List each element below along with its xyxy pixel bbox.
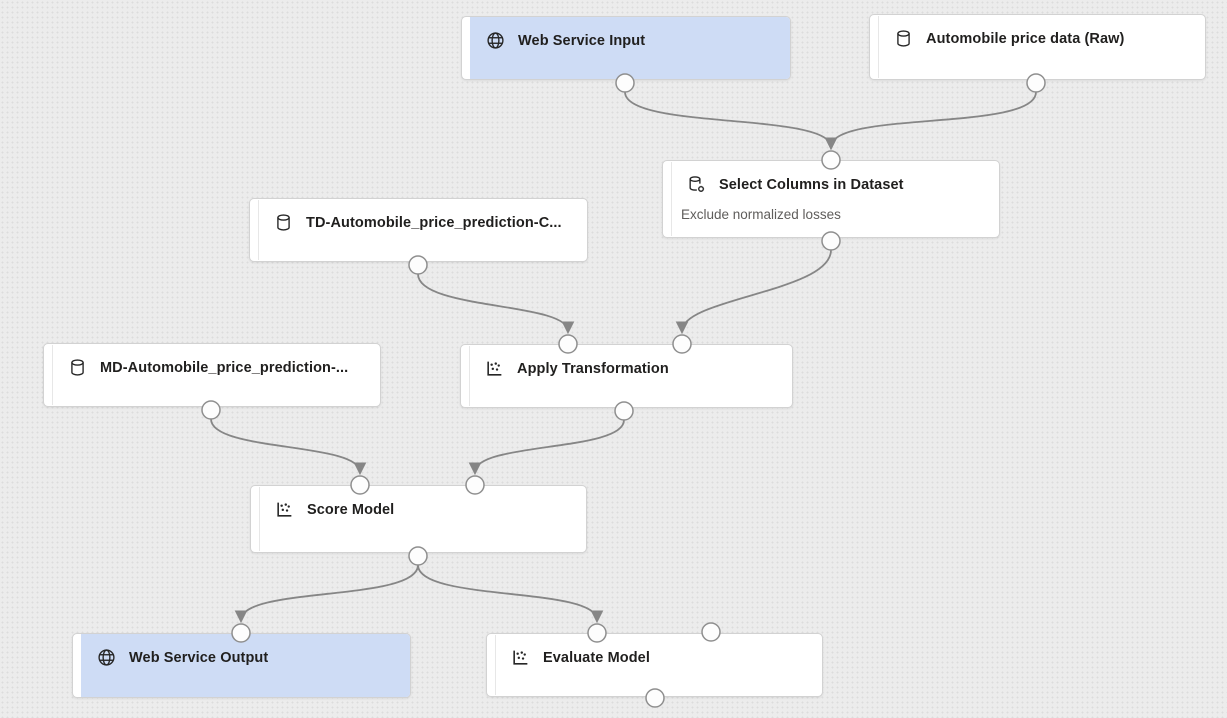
node-title: Web Service Output: [129, 649, 269, 666]
edge-webserviceinput-selectcolumns[interactable]: [624, 91, 838, 151]
edge-applytransformation-scoremodel[interactable]: [468, 419, 625, 476]
edge-tddataset-applytransformation[interactable]: [417, 273, 575, 335]
node-automobile-price-data[interactable]: Automobile price data (Raw): [869, 14, 1206, 80]
globe-icon: [97, 648, 116, 667]
node-title: MD-Automobile_price_prediction-...: [100, 359, 349, 376]
node-title: TD-Automobile_price_prediction-C...: [306, 214, 562, 231]
edge-automobiledata-selectcolumns[interactable]: [824, 91, 1037, 151]
node-web-service-output[interactable]: Web Service Output: [72, 633, 411, 698]
node-accent-fill: [81, 634, 410, 697]
node-select-columns-in-dataset[interactable]: Select Columns in Dataset Exclude normal…: [662, 160, 1000, 238]
node-evaluate-model[interactable]: Evaluate Model: [486, 633, 823, 697]
edge-scoremodel-evaluatemodel[interactable]: [417, 564, 604, 624]
edge-mddataset-scoremodel[interactable]: [210, 418, 367, 476]
node-title: Apply Transformation: [517, 360, 669, 377]
module-icon: [275, 500, 294, 519]
module-icon: [511, 648, 530, 667]
node-score-model[interactable]: Score Model: [250, 485, 587, 553]
dataset-icon: [274, 213, 293, 232]
globe-icon: [486, 31, 505, 50]
node-md-dataset[interactable]: MD-Automobile_price_prediction-...: [43, 343, 381, 407]
dataset-icon: [68, 358, 87, 377]
dataset-icon: [894, 29, 913, 48]
node-title: Select Columns in Dataset: [719, 176, 904, 193]
node-td-dataset[interactable]: TD-Automobile_price_prediction-C...: [249, 198, 588, 262]
node-title: Automobile price data (Raw): [926, 30, 1125, 47]
module-icon: [485, 359, 504, 378]
node-title: Web Service Input: [518, 32, 646, 49]
dataset-gear-icon: [687, 175, 706, 194]
node-title: Evaluate Model: [543, 649, 650, 666]
node-title: Score Model: [307, 501, 395, 518]
edge-scoremodel-webserviceoutput[interactable]: [234, 564, 419, 624]
node-apply-transformation[interactable]: Apply Transformation: [460, 344, 793, 408]
node-web-service-input[interactable]: Web Service Input: [461, 16, 791, 80]
node-comment: Exclude normalized losses: [681, 207, 841, 222]
node-accent-fill: [470, 17, 790, 79]
edge-selectcolumns-applytransformation[interactable]: [675, 249, 832, 335]
